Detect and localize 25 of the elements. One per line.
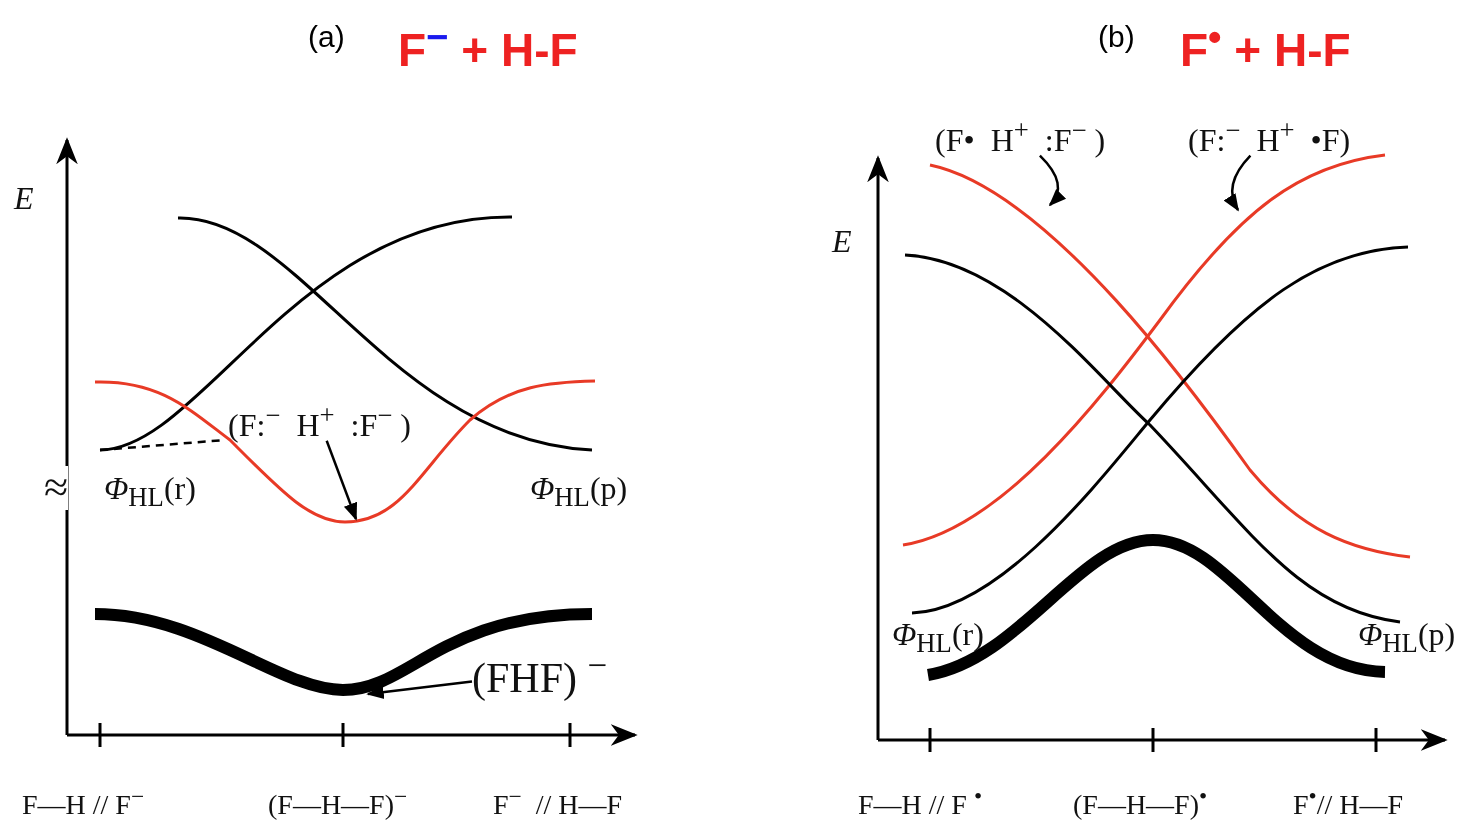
state-label: Φ$_{HL}$(p) [1358, 618, 1456, 658]
leader-arrow [1039, 154, 1066, 207]
panel-letter: (b) [1098, 22, 1135, 52]
formula-label: (F:$^{−}$ H$^{+}$ :F$^{−}$ ) [228, 402, 411, 441]
panel-letter: (a) [308, 22, 345, 52]
coordinate-label: (F—H—F)$^{−}$ [268, 785, 408, 820]
coordinate-label: F—H // F $^{•}$ [858, 785, 983, 820]
reaction-title: F$^{−}$ + H-F [398, 18, 578, 74]
leader-arrow [366, 680, 473, 700]
leader-arrow [1224, 154, 1252, 212]
coordinate-label: F$^{−}$ // H—F [493, 785, 623, 820]
axis-label: E [832, 225, 852, 257]
axis-break-mark: ≈ [44, 466, 69, 510]
state-label: Φ$_{HL}$(r) [104, 472, 196, 512]
axis-label: E [14, 182, 34, 214]
coordinate-label: (F—H—F)$^{•}$ [1073, 785, 1208, 820]
state-label: Φ$_{HL}$(p) [530, 472, 628, 512]
state-label: Φ$_{HL}$(r) [892, 618, 984, 658]
formula-label: (F:$^{−}$ H$^{+}$ •F) [1188, 117, 1351, 156]
coordinate-label: F—H // F$^{−}$ [22, 785, 145, 820]
leader-arrow [325, 440, 358, 521]
formula-label: (FHF) $^{−}$ [472, 648, 608, 699]
reaction-title: F$^{•}$ + H-F [1180, 18, 1351, 74]
formula-label: (F• H$^{+}$ :F$^{−}$ ) [935, 117, 1106, 156]
coordinate-label: F$^{•}$// H—F [1293, 785, 1404, 820]
